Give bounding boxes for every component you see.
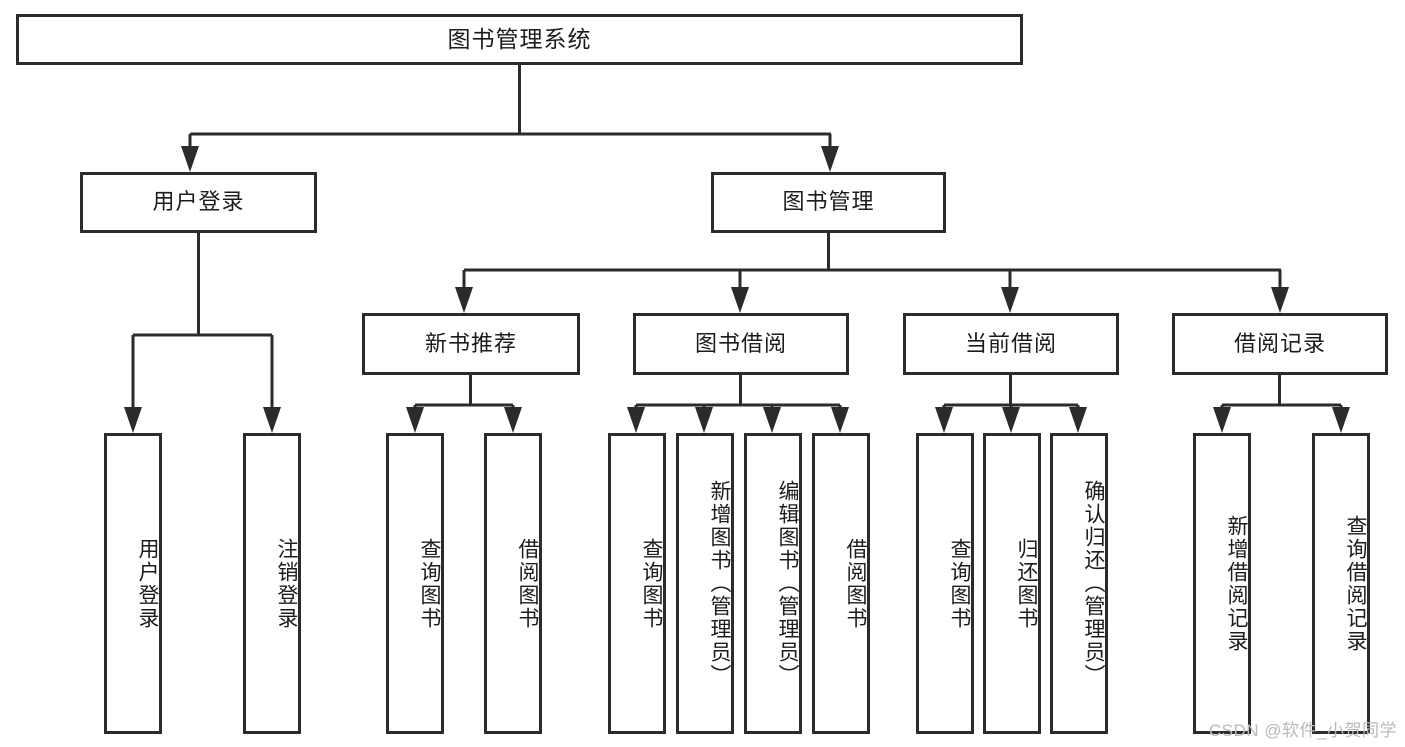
node-label: 借阅图书: [844, 537, 867, 630]
node-label: 图书管理系统: [447, 25, 592, 52]
leaf-book-borrow-add-book-admin[interactable]: 新增图书（管理员）: [676, 433, 734, 734]
node-label: 查询借阅记录: [1344, 514, 1367, 653]
node-label: 用户登录: [136, 537, 159, 630]
leaf-new-book-borrow-book[interactable]: 借阅图书: [484, 433, 542, 734]
node-label: 确认归还（管理员）: [1082, 480, 1105, 687]
node-label: 归还图书: [1015, 537, 1038, 630]
node-new-book-recommendation[interactable]: 新书推荐: [362, 313, 580, 375]
leaf-current-borrow-return-book[interactable]: 归还图书: [983, 433, 1041, 734]
leaf-current-borrow-query-book[interactable]: 查询图书: [916, 433, 974, 734]
node-label: 新书推荐: [424, 330, 517, 356]
node-label: 图书借阅: [694, 330, 787, 356]
node-book-management[interactable]: 图书管理: [711, 172, 946, 233]
node-label: 注销登录: [275, 537, 298, 630]
leaf-new-book-query-book[interactable]: 查询图书: [386, 433, 444, 734]
leaf-book-borrow-borrow-book[interactable]: 借阅图书: [812, 433, 870, 734]
node-label: 当前借阅: [964, 330, 1057, 356]
node-label: 用户登录: [152, 189, 245, 215]
leaf-borrow-record-add-record[interactable]: 新增借阅记录: [1193, 433, 1251, 734]
node-label: 查询图书: [948, 537, 971, 630]
node-label: 借阅图书: [516, 537, 539, 630]
node-label: 新增图书（管理员）: [708, 480, 731, 687]
node-root-book-management-system[interactable]: 图书管理系统: [16, 14, 1023, 65]
node-label: 借阅记录: [1233, 330, 1326, 356]
leaf-book-borrow-query-book[interactable]: 查询图书: [608, 433, 666, 734]
leaf-user-login-login[interactable]: 用户登录: [104, 433, 162, 734]
node-current-borrowing[interactable]: 当前借阅: [903, 313, 1119, 375]
leaf-borrow-record-query-record[interactable]: 查询借阅记录: [1312, 433, 1370, 734]
node-label: 编辑图书（管理员）: [776, 480, 799, 687]
leaf-user-login-logout[interactable]: 注销登录: [243, 433, 301, 734]
node-label: 图书管理: [782, 189, 875, 215]
leaf-book-borrow-edit-book-admin[interactable]: 编辑图书（管理员）: [744, 433, 802, 734]
node-label: 新增借阅记录: [1225, 514, 1248, 653]
node-user-login[interactable]: 用户登录: [80, 172, 317, 233]
node-borrowing-record[interactable]: 借阅记录: [1172, 313, 1388, 375]
csdn-watermark: CSDN @软件_小贺同学: [1208, 721, 1397, 740]
node-label: 查询图书: [640, 537, 663, 630]
leaf-current-borrow-confirm-return-admin[interactable]: 确认归还（管理员）: [1050, 433, 1108, 734]
node-label: 查询图书: [418, 537, 441, 630]
node-book-borrowing[interactable]: 图书借阅: [633, 313, 849, 375]
